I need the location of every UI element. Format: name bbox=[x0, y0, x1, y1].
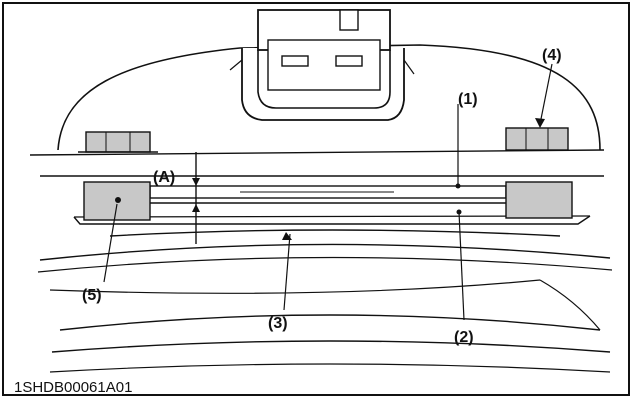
housing-outline bbox=[57, 44, 601, 151]
callout-1: (1) bbox=[458, 91, 478, 108]
body-curve-3 bbox=[49, 279, 541, 294]
gap-dimension bbox=[150, 152, 244, 244]
body-curve-4 bbox=[59, 314, 601, 331]
callout-4: (4) bbox=[542, 47, 562, 64]
callout-2: (2) bbox=[454, 329, 474, 346]
left-side-bolt bbox=[83, 181, 151, 221]
plate-assembly bbox=[40, 175, 604, 237]
dimension-label-a: (A) bbox=[153, 169, 175, 186]
body-curve-5 bbox=[51, 340, 611, 353]
callout-5: (5) bbox=[82, 287, 102, 304]
figure-code: 1SHDB00061A01 bbox=[14, 379, 132, 396]
figure-frame bbox=[2, 2, 630, 396]
right-side-bolt bbox=[505, 181, 573, 219]
body-curve-2 bbox=[37, 256, 613, 273]
body-curve-7 bbox=[539, 279, 601, 331]
right-top-bolt bbox=[505, 127, 569, 151]
body-curve-6 bbox=[49, 363, 611, 373]
connector bbox=[229, 9, 415, 121]
body-curve-1 bbox=[39, 243, 611, 261]
leader-lines bbox=[103, 63, 553, 321]
housing-flange-line bbox=[29, 149, 605, 156]
rotor-edge bbox=[109, 229, 561, 237]
callout-3: (3) bbox=[268, 315, 288, 332]
left-top-bolt bbox=[78, 131, 158, 153]
